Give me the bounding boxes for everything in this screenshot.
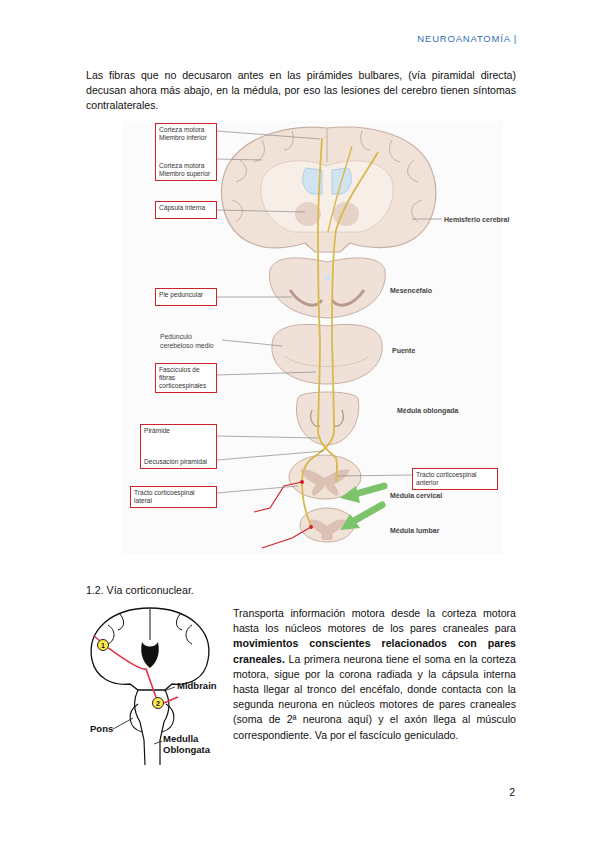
figure-label: Medulla Oblongata bbox=[163, 734, 223, 755]
brain-sulci bbox=[108, 609, 192, 644]
green-arrowhead bbox=[340, 514, 360, 530]
green-arrow bbox=[352, 505, 382, 522]
figure-label: Pons bbox=[90, 724, 120, 735]
structure-label: Pedúnculo cerebeloso medio bbox=[160, 333, 222, 350]
body-text: La primera neurona tiene el soma en la c… bbox=[233, 653, 516, 741]
structure-label: Pirámide bbox=[144, 427, 213, 435]
label-box: Cápsula interna bbox=[155, 201, 217, 219]
motor-neuron bbox=[262, 527, 311, 548]
label-box: Fascículos de fibras corticoespinales bbox=[155, 363, 217, 393]
olive bbox=[311, 410, 344, 426]
structure-label: Pie peduncular bbox=[159, 291, 213, 299]
label-box: Tracto corticoespinal lateral bbox=[130, 486, 217, 508]
leader-line bbox=[217, 372, 316, 375]
leader-line bbox=[338, 475, 412, 476]
region-label: Médula oblongada bbox=[397, 406, 477, 415]
ventricle bbox=[141, 642, 159, 668]
pons bbox=[272, 324, 382, 384]
structure-label: Cápsula interna bbox=[159, 204, 213, 212]
leader-line bbox=[222, 340, 282, 346]
neuron-soma bbox=[309, 525, 313, 529]
figure-background bbox=[123, 121, 503, 554]
label-box: Tracto corticoespinal anterior bbox=[412, 468, 498, 490]
thalamus bbox=[295, 202, 321, 226]
leader-line bbox=[412, 219, 442, 220]
label-box: Corteza motora Miembro inferiorCorteza m… bbox=[155, 123, 217, 181]
region-label: Médula cervical bbox=[390, 491, 460, 500]
lower-motor-neuron bbox=[164, 697, 178, 703]
page-number: 2 bbox=[495, 786, 515, 798]
callout-number: 1 bbox=[101, 642, 105, 649]
callout-number: 2 bbox=[156, 700, 160, 707]
structure-label: Tracto corticoespinal anterior bbox=[416, 471, 494, 487]
callout-circle: 2 bbox=[152, 697, 164, 709]
leader-lines bbox=[217, 131, 442, 493]
leader-line bbox=[217, 436, 318, 438]
region-label: Médula lumbar bbox=[390, 526, 460, 535]
region-label: Puente bbox=[392, 346, 452, 355]
leader-line bbox=[217, 451, 324, 460]
pathway-line bbox=[108, 648, 156, 697]
label-box: Pie peduncular bbox=[155, 288, 217, 306]
brain-slice bbox=[222, 127, 436, 252]
gray-matter bbox=[300, 470, 350, 496]
lateral-tract bbox=[302, 152, 378, 526]
leader-line bbox=[217, 297, 292, 298]
region-label: Hemisferio cerebral bbox=[444, 215, 514, 224]
structure-label: Corteza motora Miembro inferior bbox=[159, 126, 213, 142]
neural-pathway bbox=[108, 648, 156, 697]
midbrain bbox=[269, 258, 385, 318]
leader-line bbox=[217, 210, 305, 212]
pons-outline bbox=[130, 704, 174, 732]
structure-label: Corteza motora Miembro superior bbox=[159, 162, 213, 178]
body-text: Transporta información motora desde la c… bbox=[233, 607, 516, 634]
callout-circle: 1 bbox=[97, 639, 109, 651]
region-label: Mesencéfalo bbox=[390, 286, 460, 295]
aqueduct bbox=[324, 275, 330, 281]
white-matter bbox=[261, 161, 393, 232]
green-arrowhead bbox=[340, 486, 360, 503]
leader-line bbox=[217, 486, 298, 493]
brain-outline bbox=[91, 608, 209, 690]
structure-label: Fascículos de fibras corticoespinales bbox=[159, 366, 213, 390]
label-box: PirámideDecusación piramidal bbox=[140, 424, 217, 469]
running-header: NEUROANATOMÍA | bbox=[405, 33, 517, 44]
tract-fibers bbox=[328, 146, 352, 232]
leader-line bbox=[217, 131, 320, 139]
body-text: Transporta información motora desde la c… bbox=[233, 606, 516, 743]
leader-line bbox=[217, 159, 262, 160]
figure-label: Midbrain bbox=[177, 681, 227, 692]
neuron-soma bbox=[300, 480, 304, 484]
body-text: Las fibras que no decusaron antes en las… bbox=[86, 68, 516, 113]
section-heading: 1.2. Vía corticonuclear. bbox=[86, 584, 286, 596]
medulla bbox=[296, 392, 358, 445]
structure-label: Tracto corticoespinal lateral bbox=[134, 489, 213, 505]
pons-fibers bbox=[285, 356, 369, 367]
cerebral-peduncle bbox=[290, 290, 364, 305]
structure-label: Decusación piramidal bbox=[144, 458, 213, 466]
